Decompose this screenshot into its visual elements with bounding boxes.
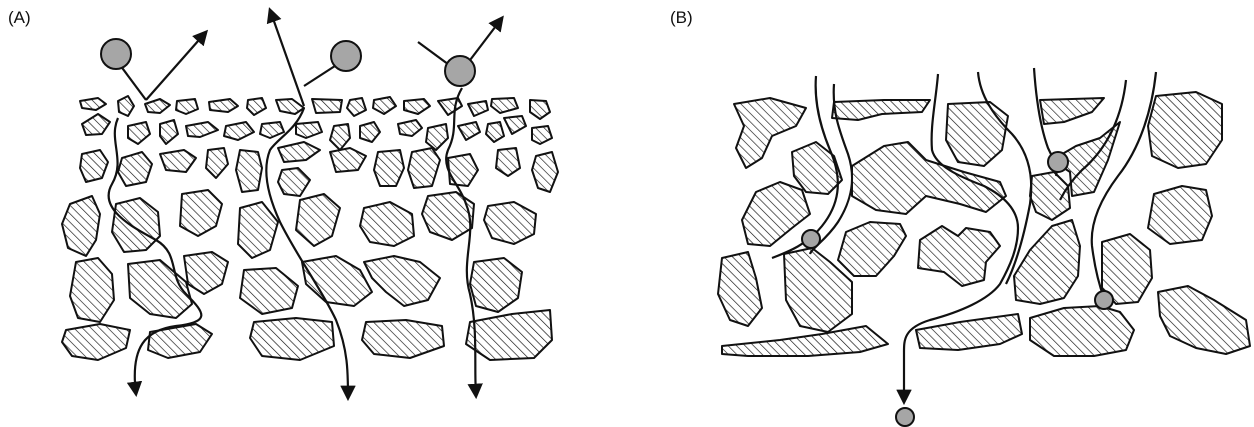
escaped-particle (896, 408, 914, 426)
grain (180, 190, 222, 236)
grain (484, 202, 536, 244)
grain (466, 310, 552, 360)
grain (247, 98, 266, 115)
grain (296, 194, 340, 246)
grain (250, 318, 334, 360)
grain (176, 99, 198, 114)
grain (278, 168, 310, 196)
grain (530, 100, 550, 119)
grain (838, 222, 906, 276)
panel-a (62, 10, 558, 398)
grain (448, 154, 478, 186)
grain (160, 120, 178, 144)
grain (362, 320, 444, 358)
particle (445, 56, 475, 86)
grain (302, 256, 372, 306)
grain (128, 122, 150, 144)
grain (458, 122, 480, 140)
trapped-particle (1095, 291, 1113, 309)
particle (331, 41, 361, 71)
grain (118, 96, 134, 116)
grain (312, 99, 342, 113)
grain (118, 152, 152, 186)
grain (532, 152, 558, 192)
grain (426, 124, 448, 150)
grain (278, 142, 320, 162)
particle-stem-2 (304, 64, 338, 86)
grain (438, 98, 462, 115)
grain (360, 122, 380, 142)
grain (240, 268, 298, 314)
grain (470, 258, 522, 312)
grain (486, 122, 504, 142)
grain (422, 192, 474, 240)
grain (62, 196, 100, 256)
grain (1158, 286, 1250, 354)
grain (260, 122, 284, 138)
grain (184, 252, 228, 294)
grain (148, 324, 212, 358)
deflection-arrow-1 (146, 32, 206, 100)
grain (209, 99, 238, 112)
trapped-particle (802, 230, 820, 248)
grain (491, 98, 518, 113)
grain (1040, 98, 1104, 124)
grain (224, 122, 254, 140)
grain (918, 226, 1000, 286)
grain (276, 99, 304, 114)
grain (404, 99, 430, 114)
grain (80, 150, 108, 182)
grain (504, 116, 526, 134)
grain (1030, 172, 1070, 220)
grain (160, 150, 196, 172)
grain (330, 124, 350, 150)
grain (70, 258, 114, 322)
grain (1030, 306, 1134, 356)
grain (718, 252, 762, 326)
grain (360, 202, 414, 246)
grain (330, 148, 366, 172)
grain (186, 122, 218, 137)
grain (238, 202, 278, 258)
panel-b-grains (718, 92, 1250, 356)
grain (206, 148, 228, 178)
deflection-arrow-2 (270, 10, 304, 106)
grain (62, 324, 130, 360)
grain (236, 150, 262, 192)
grain (946, 102, 1008, 166)
grain (364, 256, 440, 306)
grain (408, 148, 440, 188)
trapped-particle (1048, 152, 1068, 172)
grain (468, 101, 488, 116)
grain (82, 114, 110, 135)
grain (792, 142, 842, 194)
particle-stem-1 (120, 65, 146, 100)
grain (832, 100, 930, 120)
grain (398, 120, 422, 136)
grain (347, 98, 366, 116)
grain (145, 99, 170, 113)
grain (80, 98, 106, 110)
particle (101, 39, 131, 69)
grain (1148, 92, 1222, 168)
grain (532, 126, 552, 144)
grain (296, 122, 322, 138)
grain (722, 326, 888, 356)
panel-a-deflection-lines (120, 10, 502, 106)
grain (374, 150, 404, 186)
grain (496, 148, 520, 176)
grain (373, 97, 396, 114)
grain (742, 182, 810, 246)
grain (1148, 186, 1212, 244)
grain (112, 198, 160, 252)
panel-b (718, 68, 1250, 426)
